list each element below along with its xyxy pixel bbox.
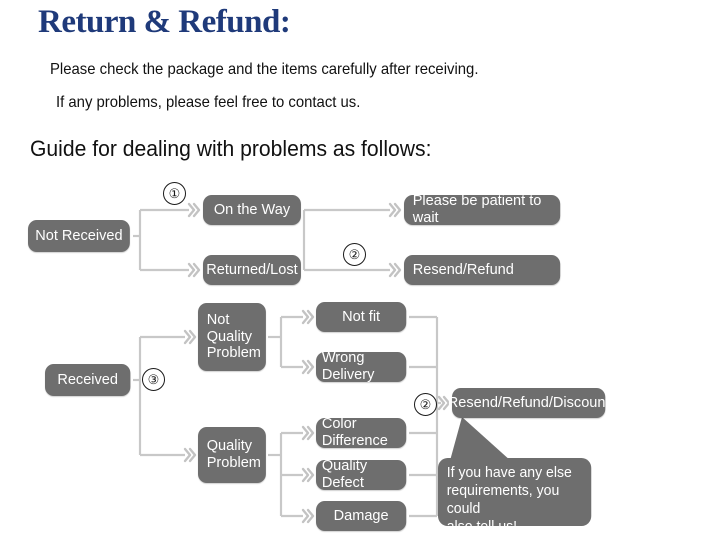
- node-wrong-delivery[interactable]: Wrong Delivery: [316, 349, 407, 383]
- step-marker-1: ①: [163, 182, 186, 205]
- guide-heading: Guide for dealing with problems as follo…: [30, 136, 432, 161]
- node-resend-refund[interactable]: Resend/Refund: [404, 255, 561, 285]
- node-resend-refund-discount[interactable]: Resend/Refund/Discount: [448, 388, 610, 418]
- node-not-quality-problem[interactable]: Not Quality Problem: [198, 303, 266, 371]
- node-damage[interactable]: Damage: [316, 501, 407, 531]
- node-please-be-patient-to-wait[interactable]: Please be patient to wait: [404, 192, 561, 226]
- node-on-the-way[interactable]: On the Way: [203, 195, 301, 225]
- node-quality-problem[interactable]: Quality Problem: [198, 427, 266, 483]
- intro-line-2: If any problems, please feel free to con…: [56, 94, 361, 111]
- step-marker-3: ③: [142, 368, 165, 391]
- step-marker-2-lower: ②: [414, 393, 437, 416]
- node-color-difference[interactable]: Color Difference: [316, 415, 407, 449]
- callout-bubble: If you have any else requirements, you c…: [438, 458, 592, 535]
- step-marker-2-upper: ②: [343, 243, 366, 266]
- callout-tail: [448, 417, 512, 468]
- node-not-fit[interactable]: Not fit: [316, 302, 407, 332]
- node-not-received[interactable]: Not Received: [28, 220, 130, 252]
- intro-line-1: Please check the package and the items c…: [50, 61, 479, 78]
- node-quality-defect[interactable]: Quality Defect: [316, 457, 407, 491]
- node-received[interactable]: Received: [45, 364, 131, 396]
- node-returned-lost[interactable]: Returned/Lost: [203, 255, 301, 285]
- page-title: Return & Refund:: [38, 4, 291, 40]
